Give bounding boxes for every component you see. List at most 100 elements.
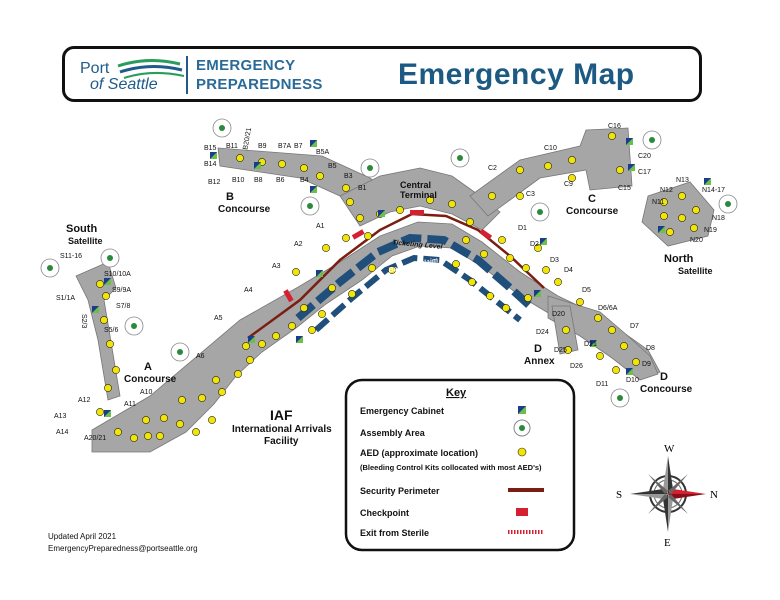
- area-label: Ticketing Level: [392, 239, 444, 250]
- gate-label: A10: [140, 389, 153, 396]
- gate-label: C20: [638, 153, 651, 160]
- assembly-area-icon: [718, 194, 738, 214]
- key-assembly-icon: [513, 419, 531, 437]
- gate-label: B10: [232, 177, 245, 184]
- gate-label: S10/10A: [104, 271, 131, 278]
- aed-marker: [452, 260, 460, 268]
- aed-marker: [218, 388, 226, 396]
- aed-marker: [300, 164, 308, 172]
- aed-marker: [308, 326, 316, 334]
- aed-marker: [100, 316, 108, 324]
- checkpoint-marker: [479, 228, 493, 240]
- area-label: A: [144, 361, 152, 373]
- aed-marker: [620, 342, 628, 350]
- aed-marker: [426, 196, 434, 204]
- assembly-area-icon: [450, 148, 470, 168]
- key-aed-note: (Bleeding Control Kits collocated with m…: [360, 463, 542, 472]
- area-label: D: [534, 343, 542, 355]
- aed-markers: [96, 132, 700, 442]
- gate-label: N11: [652, 199, 664, 206]
- emergency-cabinet-icon: [104, 278, 111, 285]
- aed-marker: [632, 358, 640, 366]
- gate-label: A2: [294, 241, 303, 248]
- aed-marker: [486, 292, 494, 300]
- area-label: IAF: [270, 407, 293, 423]
- area-label: Satellite: [678, 266, 713, 276]
- aed-marker: [596, 352, 604, 360]
- aed-marker: [562, 326, 570, 334]
- gate-label: N19: [704, 227, 717, 234]
- aed-marker: [448, 200, 456, 208]
- gate-label: B3: [344, 173, 353, 180]
- gate-label: N13: [676, 177, 689, 184]
- south-satellite-shape: [75, 261, 121, 401]
- aed-marker: [544, 162, 552, 170]
- aed-marker: [316, 172, 324, 180]
- gate-label: D26: [570, 363, 583, 370]
- gate-label: B4: [300, 177, 309, 184]
- gate-label: D1: [518, 225, 527, 232]
- aed-marker: [178, 396, 186, 404]
- aed-marker: [272, 332, 280, 340]
- aed-marker: [660, 198, 668, 206]
- gate-label: S9/9A: [112, 287, 131, 294]
- area-label: Facility: [264, 436, 299, 447]
- gate-label: B7A: [278, 143, 292, 150]
- aed-marker: [96, 280, 104, 288]
- key-checkpoint-label: Checkpoint: [360, 508, 409, 518]
- compass-e: E: [664, 537, 671, 549]
- checkpoints: [283, 210, 493, 303]
- area-label: Concourse: [640, 384, 693, 395]
- gate-label: B14: [204, 161, 217, 168]
- port-of-seattle-logo: Port of Seattle: [80, 52, 190, 96]
- logo-waves-icon: [117, 59, 185, 79]
- logo-divider: [186, 56, 188, 94]
- gate-label: D5: [582, 287, 591, 294]
- emergency-cabinet-icon: [628, 164, 635, 171]
- emergency-cabinet-icon: [92, 306, 99, 313]
- gate-label: S2/3: [80, 314, 87, 329]
- assembly-area-icon: [300, 196, 320, 216]
- gate-label: A12: [78, 397, 91, 404]
- emergency-cabinet-icon: [590, 340, 597, 347]
- aed-marker: [660, 212, 668, 220]
- aed-marker: [318, 310, 326, 318]
- gate-label: C10: [544, 145, 557, 152]
- area-label: Satellite: [68, 236, 103, 246]
- gate-label: A13: [54, 413, 67, 420]
- aed-marker: [322, 244, 330, 252]
- aed-marker: [208, 416, 216, 424]
- emergency-cabinet-icon: [310, 140, 317, 147]
- emergency-cabinet-icon: [378, 210, 385, 217]
- emergency-cabinet-icon: [626, 138, 633, 145]
- aed-marker: [106, 340, 114, 348]
- gate-label: D20: [552, 311, 565, 318]
- area-label: North: [664, 253, 694, 265]
- logo-line2: of Seattle: [90, 76, 158, 93]
- gate-label: S7/8: [116, 303, 131, 310]
- aed-marker: [466, 218, 474, 226]
- aed-marker: [292, 268, 300, 276]
- aed-marker: [234, 370, 242, 378]
- emergency-cabinet-icon: [248, 336, 255, 343]
- gate-label: B20/21: [242, 127, 253, 150]
- gate-label: D10: [626, 377, 639, 384]
- aed-marker: [690, 224, 698, 232]
- aed-marker: [104, 384, 112, 392]
- compass-rose-icon: W E S N: [616, 443, 718, 549]
- gate-label: S5/6: [104, 327, 119, 334]
- area-label: Annex: [524, 356, 555, 367]
- area-label: Concourse: [218, 204, 271, 215]
- gate-label: B1: [358, 185, 367, 192]
- key-checkpoint-icon: [516, 508, 528, 516]
- gate-label: B6: [276, 177, 285, 184]
- area-label: International Arrivals: [232, 424, 332, 435]
- area-label: D: [660, 371, 668, 383]
- aed-marker: [462, 236, 470, 244]
- emergency-cabinet-icon: [254, 162, 261, 169]
- aed-marker: [278, 160, 286, 168]
- aed-marker: [666, 228, 674, 236]
- gate-label: D7: [630, 323, 639, 330]
- aed-marker: [192, 428, 200, 436]
